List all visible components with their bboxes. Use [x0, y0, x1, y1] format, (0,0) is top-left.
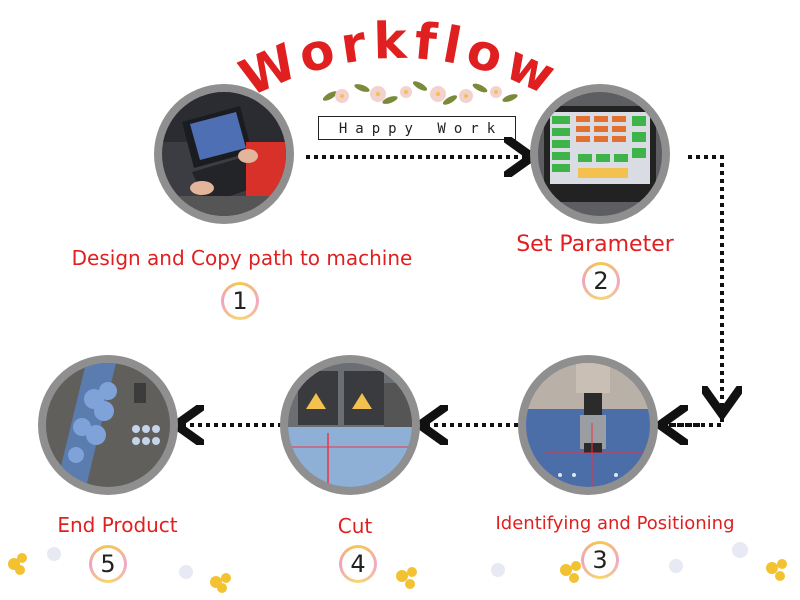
step-1-image [154, 84, 294, 224]
cutting-head-icon [288, 363, 412, 487]
step-4-badge: 4 [339, 545, 377, 583]
step-3-label: Identifying and Positioning [495, 513, 735, 534]
flower-panel-icon [46, 363, 170, 487]
step-1-number: 1 [224, 285, 256, 317]
step-2-label: Set Parameter [516, 232, 674, 257]
step-5-label: End Product [57, 513, 178, 537]
arrow-3-to-4 [668, 410, 724, 427]
step-4-image [280, 355, 420, 495]
workflow-title: Workflow [220, 12, 580, 130]
control-panel-icon [538, 92, 662, 216]
tagline: Happy Work [318, 116, 516, 140]
step-3-badge: 3 [581, 541, 619, 579]
flower-garland [320, 74, 520, 114]
step-5-image [38, 355, 178, 495]
step-5-badge: 5 [89, 545, 127, 583]
step-4-label: Cut [337, 514, 373, 538]
step-5-number: 5 [92, 548, 124, 580]
laptop-operator-icon [162, 92, 286, 216]
step-2-badge: 2 [582, 262, 620, 300]
decorative-flowers [8, 542, 787, 593]
step-1-label: Design and Copy path to machine [71, 246, 413, 270]
step-4-number: 4 [342, 548, 374, 580]
step-3-image [518, 355, 658, 495]
step-2-image [530, 84, 670, 224]
step-1-badge: 1 [221, 282, 259, 320]
step-3-number: 3 [584, 544, 616, 576]
arrow-2-to-3 [688, 155, 722, 410]
camera-positioning-icon [526, 363, 650, 487]
step-2-number: 2 [585, 265, 617, 297]
